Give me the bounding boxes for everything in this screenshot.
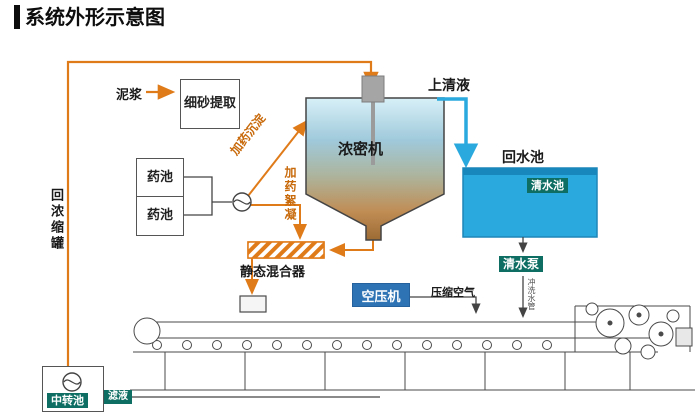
clean-water-pool-badge: 清水池	[527, 178, 568, 194]
flush-pipe-label: 冲洗水管	[527, 278, 536, 310]
sand-extraction-box: 细砂提取	[180, 79, 240, 129]
transfer-pump-icon	[62, 372, 82, 392]
chemical-tank-2-box: 药池	[136, 196, 184, 236]
static-mixer-label: 静态混合器	[240, 265, 306, 280]
dosing-floc-pipe	[251, 204, 307, 240]
transfer-pool-box	[42, 366, 104, 412]
return-concentrate-pipe	[66, 60, 379, 366]
supernatant-pipe	[437, 97, 479, 168]
dosing-sediment-pipe	[247, 119, 308, 197]
static-mixer-shape	[247, 241, 325, 259]
chemical-tank-1-box: 药池	[136, 158, 184, 198]
filtrate-badge: 滤液	[104, 390, 132, 404]
belt-filter-press-shape	[130, 295, 695, 391]
compressed-air-label: 压缩空气	[431, 286, 475, 299]
agitator-motor-icon	[361, 75, 385, 103]
return-concentrate-label: 回浓缩罐	[48, 188, 63, 252]
transfer-pool-badge: 中转池	[47, 393, 88, 409]
thickener-label: 浓密机	[338, 140, 384, 158]
thickener-underflow-pipe	[329, 240, 374, 257]
chemical-manifold-lines	[182, 176, 232, 216]
compressed-air-pipe	[408, 296, 481, 314]
air-compressor-box: 空压机	[352, 283, 410, 307]
dosing-floc-label: 加药絮凝	[283, 166, 297, 222]
thickener-tank-shape	[305, 75, 445, 241]
clean-water-pump-badge: 清水泵	[499, 256, 544, 273]
supernatant-label: 上清液	[428, 78, 470, 94]
page-title: 系统外形示意图	[14, 5, 165, 29]
slurry-label: 泥浆	[116, 88, 143, 103]
return-pool-label: 回水池	[502, 150, 544, 166]
dosing-pump-icon	[232, 192, 252, 212]
